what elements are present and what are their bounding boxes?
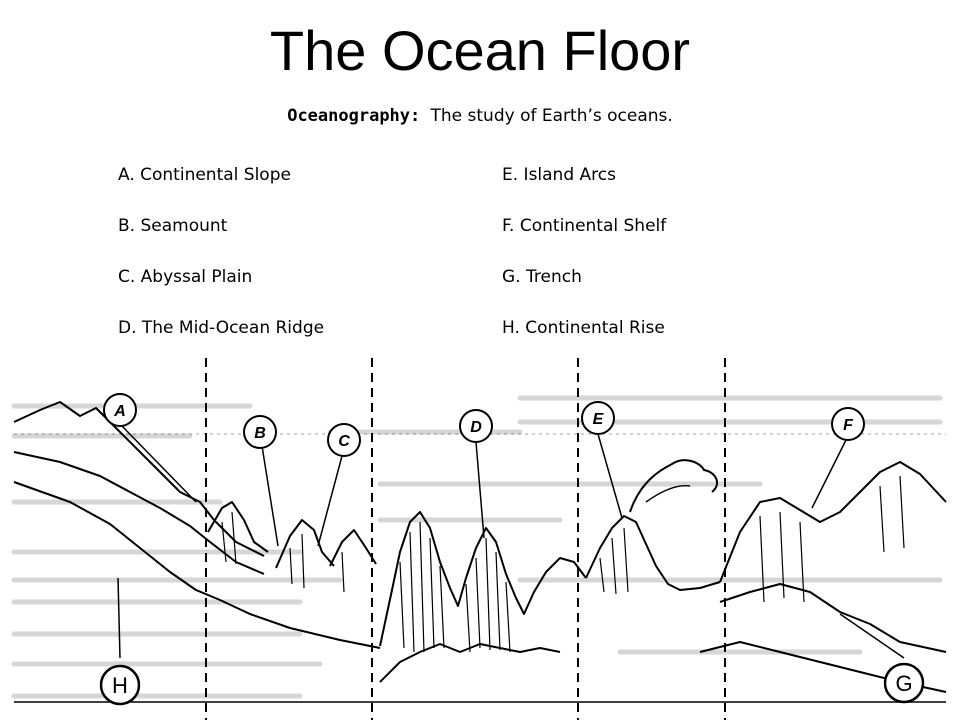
section-dividers (205, 358, 726, 720)
legend-item-b: B. Seamount (118, 216, 228, 236)
legend-item-h: H. Continental Rise (502, 318, 665, 338)
legend-item-e: E. Island Arcs (502, 165, 616, 185)
definition-text: The study of Earth’s oceans. (430, 106, 673, 126)
marker-b: B (243, 415, 277, 449)
marker-f-label: F (843, 417, 854, 434)
legend-item-f: F. Continental Shelf (502, 216, 667, 236)
marker-e: E (581, 401, 615, 435)
marker-h-label: H (112, 673, 128, 698)
page-title: The Ocean Floor (269, 19, 691, 82)
marker-a: A (103, 393, 137, 427)
legend-item-g: G. Trench (502, 267, 582, 287)
sea-floor-profile (13, 401, 947, 703)
ocean-floor-diagram: A B C D E F H G (11, 358, 947, 720)
marker-a-label: A (113, 403, 126, 420)
marker-g: G (883, 662, 925, 704)
legend-item-c: C. Abyssal Plain (118, 267, 253, 287)
marker-d-label: D (470, 419, 482, 436)
leader-lines (117, 423, 905, 659)
marker-c: C (327, 423, 361, 457)
legend-item-a: A. Continental Slope (118, 165, 291, 185)
marker-c-label: C (338, 433, 350, 450)
marker-h: H (99, 664, 141, 706)
legend-list: A. Continental Slope E. Island Arcs B. S… (118, 160, 818, 350)
legend-item-d: D. The Mid-Ocean Ridge (118, 318, 325, 338)
marker-d: D (459, 409, 493, 443)
definition-line: Oceanography: The study of Earth’s ocean… (0, 104, 960, 128)
ridge-hatching (221, 475, 905, 653)
marker-b-label: B (254, 425, 266, 442)
definition-term: Oceanography: (287, 106, 421, 126)
marker-e-label: E (593, 411, 605, 428)
marker-f: F (831, 407, 865, 441)
marker-g-label: G (895, 671, 912, 696)
